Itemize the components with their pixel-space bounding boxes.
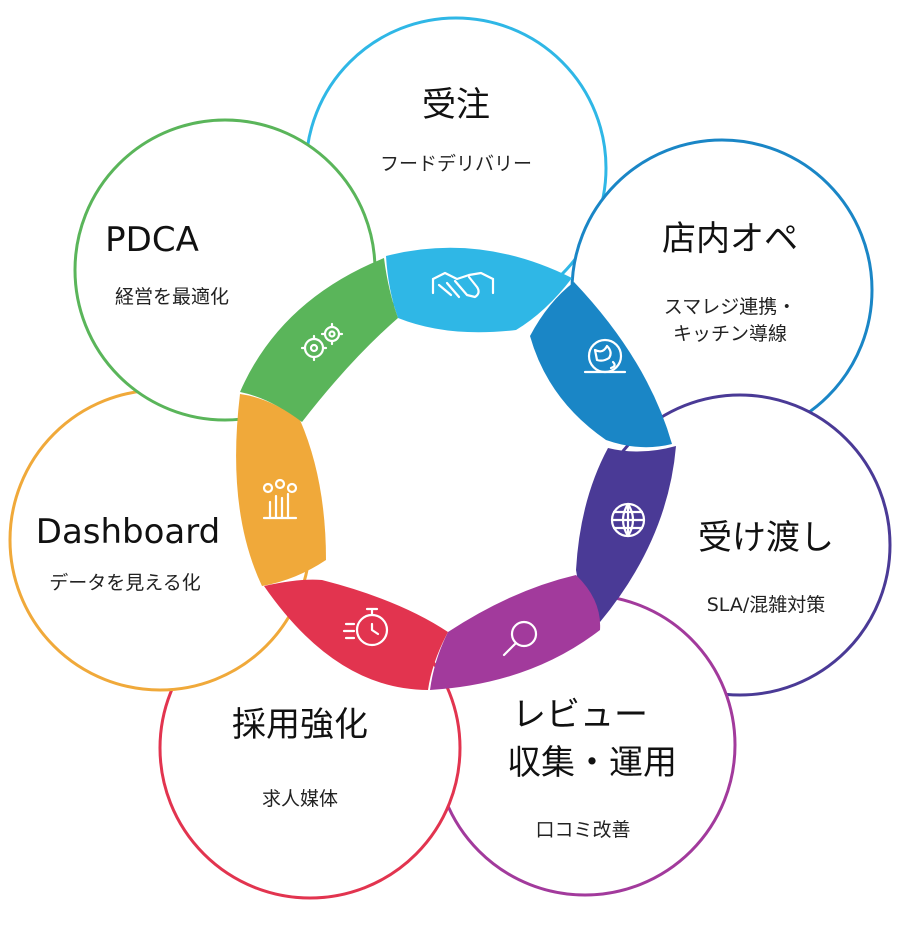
lens-dashboard [236,394,326,586]
step-subtitle-dashboard: データを見える化 [49,572,200,594]
lens-review [430,575,601,690]
step-title-saiyo: 採用強化 [232,705,368,745]
step-subtitle-saiyo: 求人媒体 [262,788,338,810]
step-subtitle-tennai-line2: キッチン導線 [673,323,787,345]
step-subtitle-review: 口コミ改善 [535,819,630,841]
step-title-ukewatashi: 受け渡し [698,518,834,558]
stopwatch-icon [342,607,389,647]
step-title-pdca: PDCA [105,220,199,260]
step-title-review-line2: 収集・運用 [507,743,677,783]
gears-icon [300,322,344,362]
globe-icon [610,502,646,538]
globe-map-icon [583,338,627,374]
step-title-tennai: 店内オペ [662,219,798,259]
step-subtitle-ukewatashi: SLA/混雑対策 [707,594,825,616]
step-subtitle-juchu: フードデリバリー [380,153,532,175]
step-title-juchu: 受注 [422,85,490,125]
step-subtitle-pdca: 経営を最適化 [115,286,229,308]
handshake-icon [431,271,495,299]
step-title-dashboard: Dashboard [36,512,220,552]
people-chart-icon [262,478,298,520]
magnifier-icon [502,620,538,657]
lens-saiyo [264,579,448,690]
lens-tennai [530,282,672,448]
step-title-review-line1: レビュー [512,695,648,735]
step-subtitle-tennai-line1: スマレジ連携・ [664,296,796,318]
